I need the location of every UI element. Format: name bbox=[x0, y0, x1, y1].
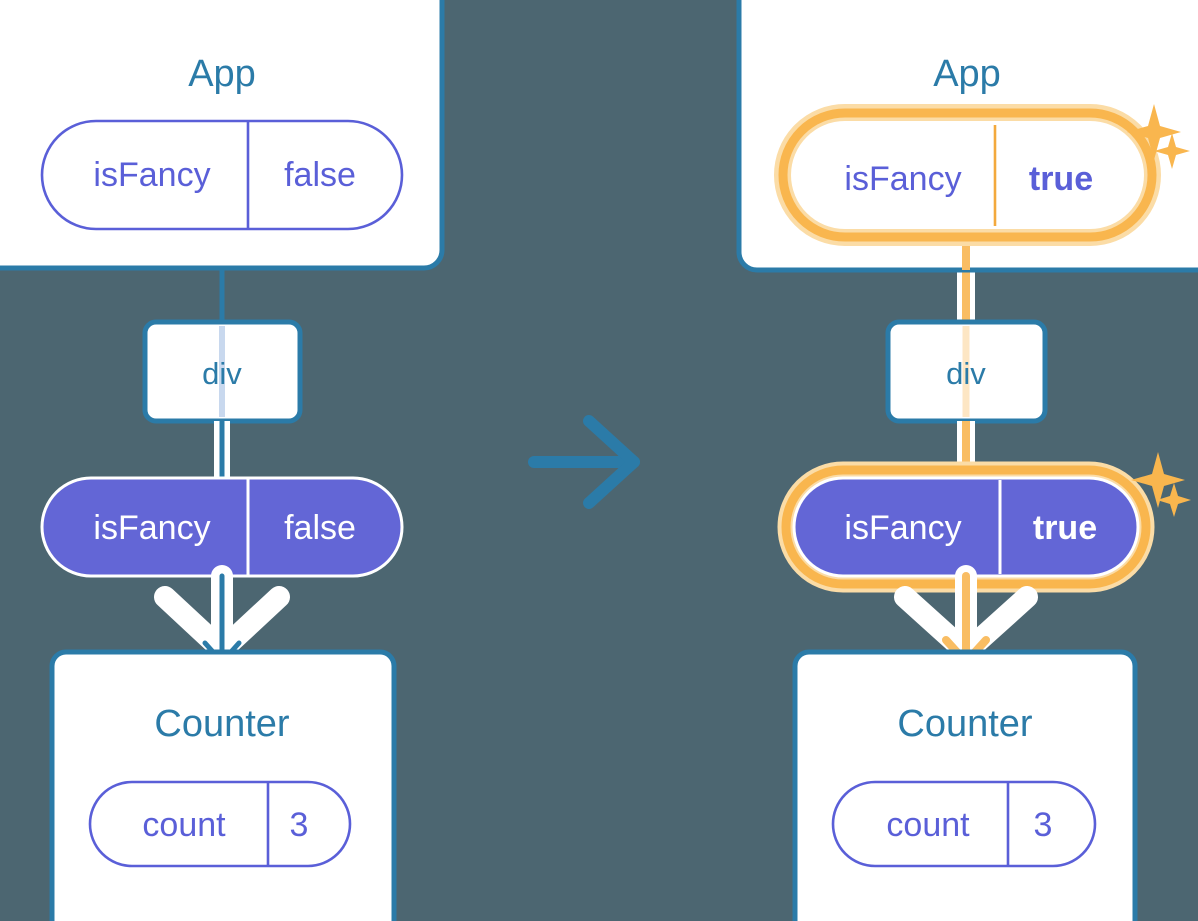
app-state-pill-left[interactable] bbox=[40, 119, 404, 231]
counter-title-right: Counter bbox=[897, 703, 1033, 745]
app-state-pill-right[interactable] bbox=[791, 121, 1144, 229]
counter-state-pill-key-left: count bbox=[142, 806, 226, 844]
counter-title-left: Counter bbox=[154, 703, 290, 745]
sparkle-large-icon bbox=[1131, 452, 1185, 508]
app-state-pill-value-left: false bbox=[284, 156, 356, 194]
counter-state-pill-value-right: 3 bbox=[1033, 806, 1053, 844]
prop-pill-key-right: isFancy bbox=[844, 509, 962, 547]
sparkle-small-icon bbox=[1154, 133, 1190, 169]
div-node-label-left: div bbox=[202, 356, 242, 391]
sparkle-large-icon bbox=[1127, 104, 1181, 160]
app-state-pill-ring-right bbox=[778, 108, 1157, 242]
propagation-arrow-left bbox=[202, 573, 242, 665]
counter-state-pill-right[interactable] bbox=[831, 780, 1097, 868]
sparkle-small-icon bbox=[1157, 483, 1191, 517]
app-state-pill-key-right: isFancy bbox=[844, 160, 962, 198]
app-title-right: App bbox=[933, 53, 1001, 95]
prop-pill-key-left: isFancy bbox=[93, 509, 211, 547]
counter-state-pill-left[interactable] bbox=[88, 780, 352, 868]
prop-pill-value-right: true bbox=[1032, 509, 1098, 547]
counter-state-pill-key-right: count bbox=[886, 806, 970, 844]
prop-pill-value-left: false bbox=[284, 509, 356, 547]
app-state-pill-value-right: true bbox=[1028, 160, 1094, 198]
div-node-label-right: div bbox=[946, 356, 986, 391]
app-title-left: App bbox=[188, 53, 256, 95]
counter-state-pill-value-left: 3 bbox=[289, 806, 309, 844]
arrow-right-icon bbox=[528, 415, 640, 509]
app-state-pill-key-left: isFancy bbox=[93, 156, 211, 194]
